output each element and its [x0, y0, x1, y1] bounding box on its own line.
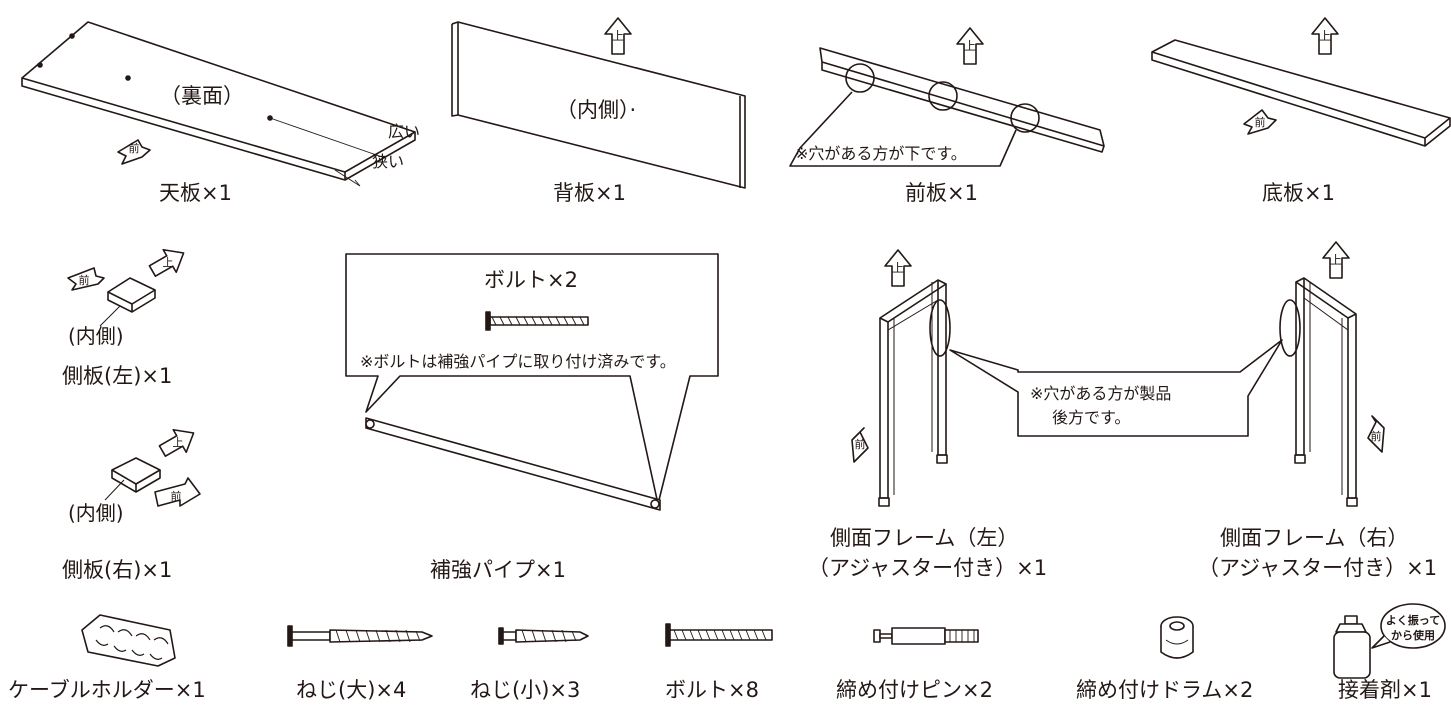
side-right-front-label: 前 — [171, 489, 182, 503]
fastening-pin-caption: 締め付けピン×2 — [836, 678, 993, 702]
frame-right-up-label: 上 — [1330, 253, 1342, 267]
side-left-front-label: 前 — [79, 273, 90, 287]
side-frame-left-drawing — [851, 249, 951, 507]
top-panel-caption: 天板×1 — [159, 181, 232, 205]
top-panel-face-label: （裏面） — [160, 84, 244, 108]
frame-left-caption-2: （アジャスター付き）×1 — [808, 556, 1048, 580]
top-panel-front-label: 前 — [129, 141, 140, 155]
side-panel-left-drawing — [67, 240, 191, 327]
side-right-face-label: (内側) — [68, 501, 124, 525]
pipe-drawing — [345, 253, 719, 511]
top-panel-narrow-label: 狭い — [372, 152, 405, 171]
bottom-panel-front-label: 前 — [1255, 115, 1266, 129]
back-panel-up-label: 上 — [612, 29, 624, 43]
bottom-panel-drawing — [1151, 17, 1451, 147]
front-panel-up-label: 上 — [964, 39, 976, 53]
bottom-panel-caption: 底板×1 — [1262, 181, 1335, 205]
fastening-drum-caption: 締め付けドラム×2 — [1076, 678, 1254, 702]
side-left-face-label: (内側) — [68, 324, 124, 348]
side-right-up-label: 上 — [173, 436, 184, 449]
frame-note-line1: ※穴がある方が製品 — [1030, 384, 1172, 403]
fastening-drum-drawing — [1160, 616, 1194, 659]
front-panel-note: ※穴がある方が下です。 — [795, 144, 967, 163]
frame-left-caption-1: 側面フレーム（左） — [830, 526, 1019, 550]
frame-callout — [949, 339, 1283, 437]
screw-small-caption: ねじ(小)×3 — [470, 678, 581, 702]
screw-large-caption: ねじ(大)×4 — [296, 678, 407, 702]
glue-bottle-drawing — [1333, 603, 1446, 679]
frame-right-front-label: 前 — [1371, 429, 1382, 443]
frame-note-line2: 後方です。 — [1052, 408, 1131, 427]
glue-caption: 接着剤×1 — [1338, 678, 1432, 702]
glue-bubble-line1: よく振って — [1386, 613, 1440, 627]
front-panel-drawing — [789, 27, 1105, 167]
back-panel-caption: 背板×1 — [553, 181, 626, 205]
side-panel-right-drawing — [104, 420, 201, 507]
back-panel-drawing — [451, 17, 746, 189]
bottom-panel-up-label: 上 — [1319, 29, 1331, 43]
screw-large-drawing — [287, 625, 433, 647]
front-panel-caption: 前板×1 — [905, 181, 978, 205]
screw-small-drawing — [498, 627, 589, 645]
frame-right-caption-1: 側面フレーム（右） — [1220, 526, 1409, 550]
side-left-up-label: 上 — [163, 256, 174, 269]
bolt2-note: ※ボルトは補強パイプに取り付け済みです。 — [360, 352, 676, 371]
pipe-caption: 補強パイプ×1 — [430, 558, 566, 582]
top-panel-wide-label: 広い — [388, 122, 421, 141]
cable-holder-drawing — [81, 614, 176, 667]
frame-left-front-label: 前 — [855, 437, 866, 451]
bolt2-title: ボルト×2 — [484, 268, 578, 292]
side-right-caption: 側板(右)×1 — [62, 558, 173, 582]
frame-right-caption-2: （アジャスター付き）×1 — [1198, 556, 1438, 580]
bolt-drawing — [665, 623, 773, 647]
glue-bubble-line2: から使用 — [1391, 628, 1435, 642]
fastening-pin-drawing — [873, 627, 979, 645]
side-left-caption: 側板(左)×1 — [62, 364, 173, 388]
top-panel-drawing — [21, 21, 416, 187]
frame-left-up-label: 上 — [892, 261, 904, 275]
back-panel-face-label: （内側）· — [556, 98, 637, 122]
cable-holder-caption: ケーブルホルダー×1 — [8, 678, 206, 702]
side-frame-right-drawing — [1279, 241, 1385, 507]
bolt-caption: ボルト×8 — [665, 678, 759, 702]
